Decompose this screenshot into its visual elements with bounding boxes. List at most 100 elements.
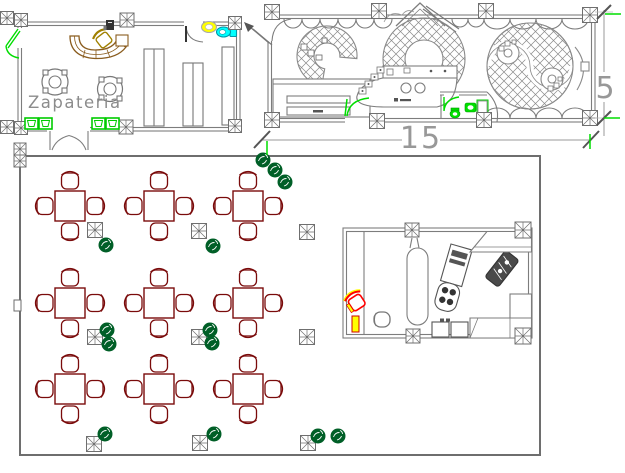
plant-icon: [98, 237, 114, 253]
round-table: [41, 68, 69, 96]
column-marker-icon: [264, 112, 280, 128]
dining-table-group: [212, 353, 284, 425]
plant-icon: [101, 336, 117, 352]
column-marker-icon: [14, 13, 28, 27]
toilet-icon: [449, 107, 461, 119]
column-marker-icon: [87, 222, 103, 238]
stove-icon: [434, 243, 473, 312]
bench-layer: [24, 117, 120, 130]
scallop-edge: [451, 18, 589, 30]
dining-table-group: [212, 170, 284, 242]
reception-desk: [69, 34, 129, 60]
spiral-display-left: [296, 25, 358, 87]
plant-icon: [277, 174, 293, 190]
dining-table: [54, 373, 86, 405]
dining-table-group: [212, 267, 284, 339]
column-marker-icon: [13, 154, 27, 168]
dining-table-group: [34, 170, 106, 242]
double-door-icon: [49, 131, 89, 151]
column-marker-icon: [405, 328, 421, 344]
plant-icon: [205, 238, 221, 254]
column-marker-icon: [191, 223, 207, 239]
column-marker-icon: [299, 329, 315, 345]
dimension-height: 5: [595, 4, 621, 136]
grill-icon: [485, 250, 519, 287]
dining-table: [54, 287, 86, 319]
sales-counter: [272, 78, 371, 118]
sink-icon: [464, 102, 477, 113]
plant-icon: [310, 428, 326, 444]
dining-table: [232, 287, 264, 319]
column-marker-icon: [404, 222, 420, 238]
dimension-width: 15: [253, 121, 600, 156]
column-marker-icon: [118, 119, 134, 135]
shoe-bench: [105, 117, 120, 130]
entry-door-arc-icon: [271, 18, 292, 42]
door-gap: [345, 114, 373, 124]
stool-icon: [373, 311, 391, 328]
scallop-edge: [483, 107, 589, 119]
column-marker-icon: [371, 3, 387, 19]
plant-icon: [99, 322, 115, 338]
column-marker-icon: [299, 224, 315, 240]
bar-counter: [356, 65, 458, 108]
column-marker-icon: [87, 329, 103, 345]
column-marker-icon: [13, 142, 27, 156]
column-marker-icon: [0, 11, 14, 25]
door-gap: [265, 19, 275, 41]
highlighted-chair-icon: [343, 289, 366, 314]
column-marker-icon: [192, 435, 208, 451]
dining-table: [143, 373, 175, 405]
door-gap: [47, 124, 90, 134]
door-gap: [184, 20, 203, 28]
wc-door-arc-icon: [185, 25, 204, 43]
dining-table-group: [34, 267, 106, 339]
shoe-bench: [38, 117, 53, 130]
column-marker-icon: [264, 4, 280, 20]
column-marker-icon: [0, 120, 14, 134]
zapateria-room: Zapateria: [5, 20, 241, 151]
dim-width-label: 15: [400, 121, 442, 156]
dining-table-group: [123, 353, 195, 425]
plant-icon: [97, 426, 113, 442]
table-layer: [34, 170, 284, 425]
column-marker-icon: [514, 221, 532, 239]
column-marker-icon: [476, 112, 492, 128]
shop-name-label: Zapateria: [28, 93, 122, 112]
dining-table-group: [123, 267, 195, 339]
column-marker-icon: [228, 16, 242, 30]
dining-table: [143, 190, 175, 222]
dining-table-group: [123, 170, 195, 242]
green-door-icon: [443, 96, 460, 112]
column-layer: [0, 3, 598, 452]
column-marker-icon: [119, 12, 135, 28]
column-marker-icon: [369, 113, 385, 129]
column-marker-icon: [86, 436, 102, 452]
dining-hall: [13, 155, 541, 456]
column-marker-icon: [478, 3, 494, 19]
column-marker-icon: [191, 329, 207, 345]
round-table: [96, 75, 124, 103]
sink-unit: [431, 318, 469, 338]
shoe-shelves: [143, 46, 235, 127]
entry-arrow-icon: [244, 22, 254, 32]
sink-icon: [200, 20, 218, 34]
cash-register-icon: [103, 20, 114, 30]
kitchen-island: [406, 237, 429, 326]
kitchen-room: [342, 227, 533, 339]
green-door-icon: [344, 97, 370, 117]
shoe-bench: [24, 117, 39, 130]
plant-layer: [97, 152, 346, 444]
shop-building: [244, 2, 596, 124]
column-marker-icon: [582, 7, 598, 23]
green-door-icon: [5, 28, 21, 59]
spiral-display-right: [483, 22, 590, 110]
dining-table-group: [34, 353, 106, 425]
yellow-marker: [351, 315, 360, 333]
plant-icon: [202, 322, 218, 338]
dim-height-label: 5: [595, 71, 616, 106]
dining-table: [232, 190, 264, 222]
plant-icon: [330, 428, 346, 444]
shoe-bench: [91, 117, 106, 130]
